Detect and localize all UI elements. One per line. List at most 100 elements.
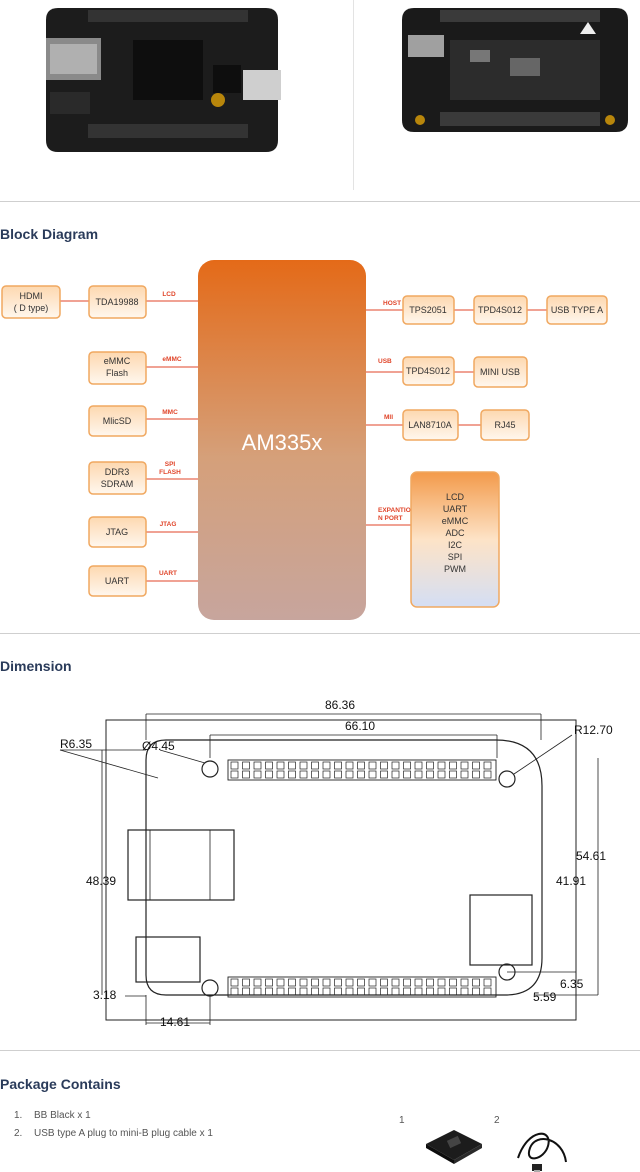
header-pin [426, 978, 434, 987]
dimension-drawing: 86.36 66.10 Ø4.45 R6.35 R12.70 54.61 41.… [59, 698, 613, 1029]
block-ddr3: DDR3 SDRAM [88, 461, 147, 495]
header-pin [437, 770, 446, 779]
header-pin [288, 770, 296, 779]
svg-text:eMMC: eMMC [104, 356, 131, 366]
header-pin [391, 761, 400, 770]
svg-text:SPI: SPI [448, 552, 463, 562]
header-pin [380, 770, 388, 779]
header-pin [414, 978, 423, 987]
cpu-label: AM335x [242, 430, 323, 455]
header-pin [253, 978, 262, 987]
dim-height: 54.61 [576, 849, 606, 863]
block-uart: UART [88, 565, 147, 597]
svg-text:LAN8710A: LAN8710A [408, 420, 452, 430]
svg-text:TDA19988: TDA19988 [95, 297, 138, 307]
header-pin [368, 987, 377, 996]
block-emmc-flash: eMMC Flash [88, 351, 147, 385]
header-pin [345, 987, 354, 996]
header-pin [230, 978, 239, 987]
package-item: 1.BB Black x 1 [14, 1110, 91, 1121]
svg-text:eMMC: eMMC [442, 516, 469, 526]
svg-text:TPD4S012: TPD4S012 [406, 366, 450, 376]
header-pin [357, 978, 365, 987]
link-lcd: LCD [162, 291, 176, 298]
header-pin [288, 978, 296, 987]
board-thumbnail [426, 1130, 482, 1164]
header-pin [460, 987, 469, 996]
header-pin [288, 987, 296, 996]
block-hdmi: HDMI ( D type) [1, 285, 61, 319]
svg-text:USB TYPE A: USB TYPE A [551, 305, 603, 315]
block-diagram-title: Block Diagram [0, 226, 99, 242]
header-pin [368, 770, 377, 779]
dim-right-hole-x: 5.59 [533, 990, 557, 1004]
block-tpd4s012-a: TPD4S012 [473, 295, 528, 325]
header-pin [449, 987, 457, 996]
package-image-label-1: 1 [399, 1115, 405, 1126]
header-pin [334, 978, 342, 987]
photo-divider [353, 0, 354, 190]
block-tda19988: TDA19988 [88, 285, 147, 319]
dim-left-height: 48.39 [86, 874, 116, 888]
header-pin [242, 770, 250, 779]
package-item: 2.USB type A plug to mini-B plug cable x… [14, 1128, 213, 1139]
link-jtag: JTAG [160, 521, 177, 528]
svg-text:UART: UART [105, 576, 130, 586]
header-pin [449, 978, 457, 987]
svg-text:MINI USB: MINI USB [480, 367, 520, 377]
header-pin [414, 761, 423, 770]
header-pin [403, 761, 411, 770]
header-pin [483, 978, 492, 987]
header-pin [253, 770, 262, 779]
dimension-title: Dimension [0, 658, 72, 674]
header-pin [299, 978, 308, 987]
package-title: Package Contains [0, 1076, 121, 1092]
section-divider [0, 201, 640, 202]
svg-text:RJ45: RJ45 [494, 420, 515, 430]
section-divider [0, 633, 640, 634]
header-pin [311, 987, 319, 996]
header-pin [253, 761, 262, 770]
header-pin [472, 987, 480, 996]
header-pin [311, 978, 319, 987]
header-pin [368, 978, 377, 987]
link-expansion: EXPANTIO [378, 507, 411, 514]
header-pin [437, 761, 446, 770]
dim-header-length: 66.10 [345, 719, 375, 733]
header-pin [345, 770, 354, 779]
header-pin [368, 761, 377, 770]
dim-corner-radius-left: R6.35 [60, 737, 92, 751]
header-pin [391, 987, 400, 996]
header-pin [334, 770, 342, 779]
header-pin [265, 761, 273, 770]
dim-corner-radius-right: R12.70 [574, 723, 613, 737]
svg-text:UART: UART [443, 504, 468, 514]
header-pin [426, 761, 434, 770]
header-pin [380, 987, 388, 996]
header-pin [276, 978, 285, 987]
header-pin [357, 761, 365, 770]
dim-width: 86.36 [325, 698, 355, 712]
svg-text:PWM: PWM [444, 564, 466, 574]
svg-text:TPS2051: TPS2051 [409, 305, 447, 315]
header-pin [311, 761, 319, 770]
dim-right-hole-y: 6.35 [560, 977, 584, 991]
header-pin [242, 761, 250, 770]
svg-text:Flash: Flash [106, 368, 128, 378]
header-pin [242, 978, 250, 987]
header-pin [472, 978, 480, 987]
block-tps2051: TPS2051 [402, 295, 455, 325]
header-pin [391, 978, 400, 987]
dim-header-spacing: 41.91 [556, 874, 586, 888]
header-pin [230, 770, 239, 779]
header-pin [322, 987, 331, 996]
header-pin [357, 987, 365, 996]
svg-text:JTAG: JTAG [106, 527, 128, 537]
svg-text:MlicSD: MlicSD [103, 416, 132, 426]
link-spi: SPI [165, 461, 176, 468]
link-mmc: MMC [162, 409, 178, 416]
block-mini-usb: MINI USB [473, 356, 528, 388]
header-pin [357, 770, 365, 779]
header-pin [460, 761, 469, 770]
header-pin [472, 761, 480, 770]
